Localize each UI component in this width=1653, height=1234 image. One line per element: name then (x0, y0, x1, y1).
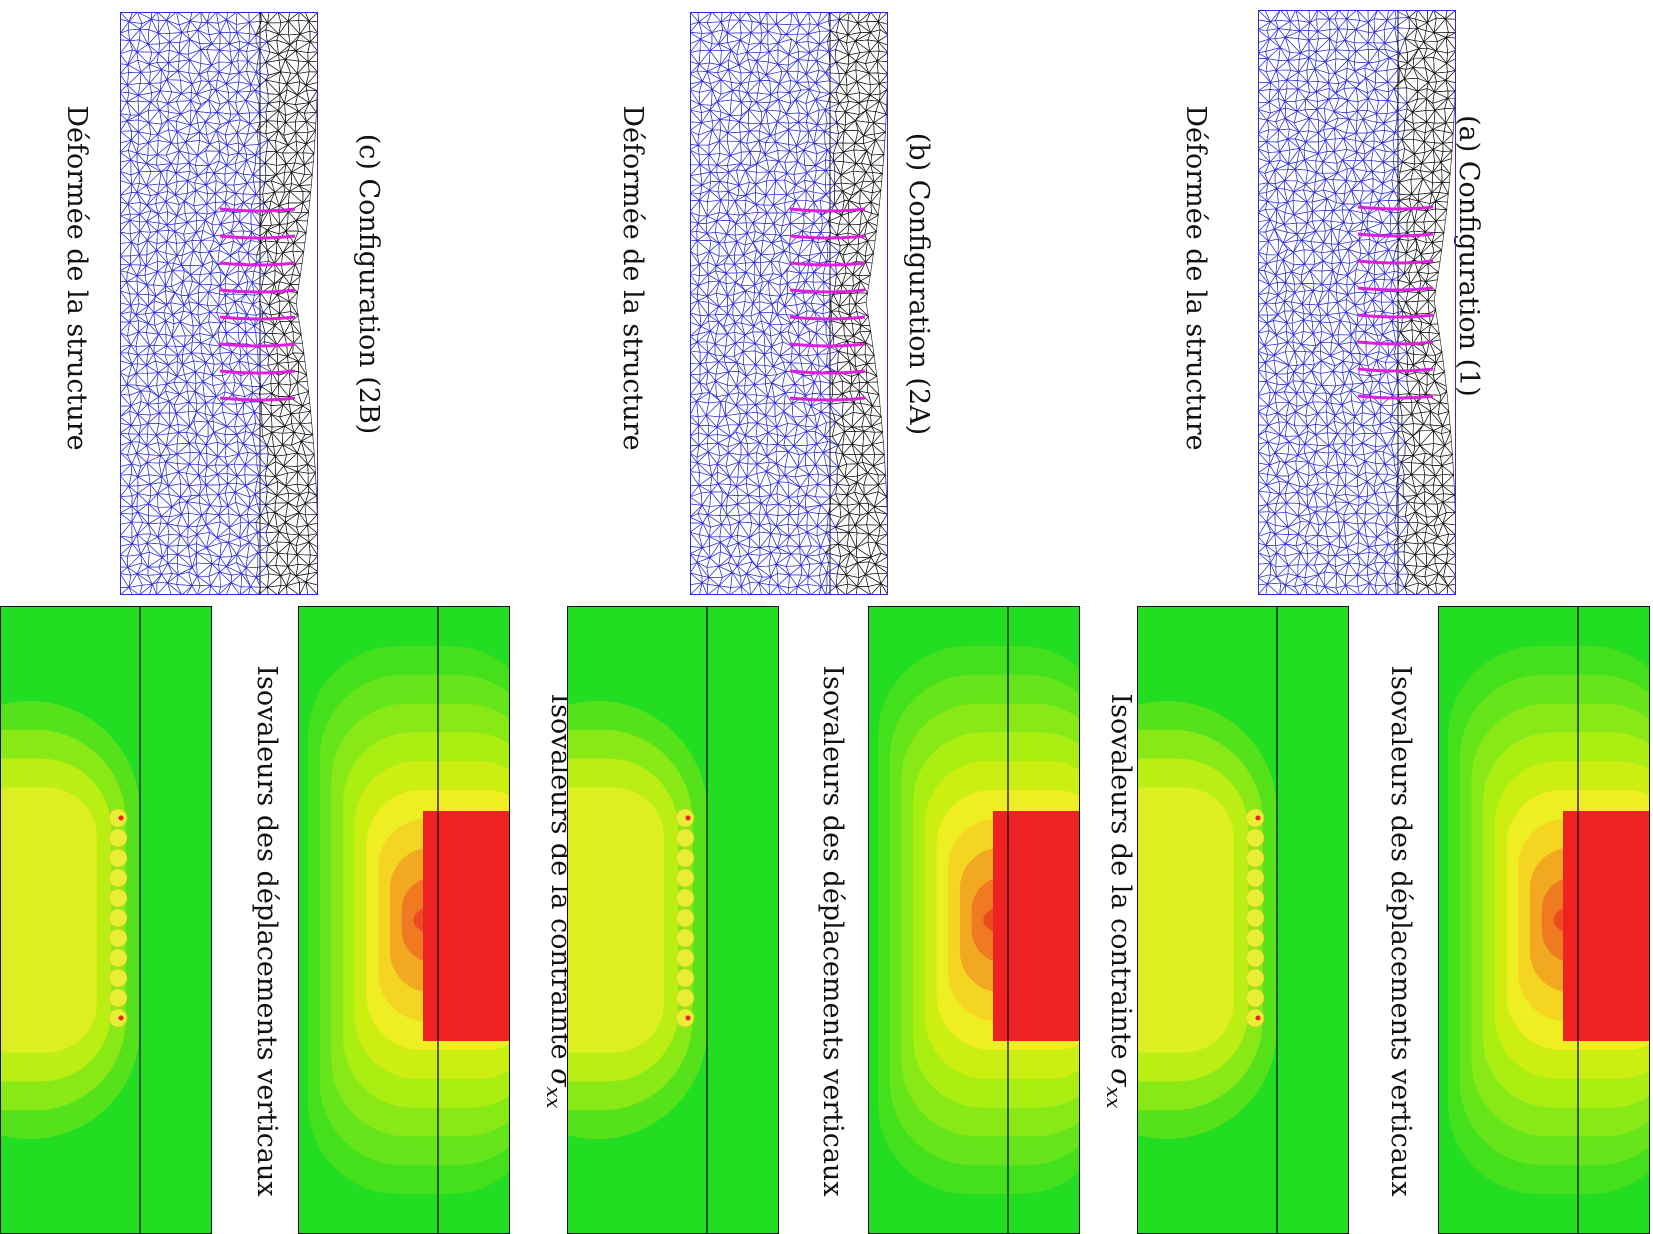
deformed-mesh-1 (1258, 10, 1456, 595)
sigma-contour-1 (1137, 606, 1349, 1234)
deformed-mesh-2a (690, 12, 888, 595)
caption-displacement-2b: Isovaleurs des déplacements verticaux (251, 665, 282, 1197)
label-configuration-1: (a) Configuration (1) (1453, 115, 1484, 397)
caption-deformee-1: Déformée de la structure (1180, 105, 1211, 451)
deformed-mesh-2b (120, 12, 318, 595)
sigma-contour-2a (567, 606, 779, 1234)
displacement-contour-2b (298, 606, 510, 1234)
label-configuration-2a: (b) Configuration (2A) (903, 132, 934, 436)
caption-deformee-2b: Déformée de la structure (61, 105, 92, 451)
caption-sigma-1: Isovaleurs de la contrainte σxx (1102, 693, 1136, 1109)
caption-displacement-2a: Isovaleurs des déplacements verticaux (817, 665, 848, 1197)
caption-displacement-1: Isovaleurs des déplacements verticaux (1385, 665, 1416, 1197)
displacement-contour-2a (868, 606, 1080, 1234)
displacement-contour-1 (1438, 606, 1650, 1234)
mesh-panel-configuration-2b (120, 12, 318, 595)
label-configuration-2b: (c) Configuration (2B) (353, 133, 384, 435)
mesh-panel-configuration-2a (690, 12, 888, 595)
mesh-panel-configuration-1 (1258, 10, 1456, 595)
caption-deformee-2a: Déformée de la structure (617, 105, 648, 451)
sigma-contour-2b (0, 606, 212, 1234)
